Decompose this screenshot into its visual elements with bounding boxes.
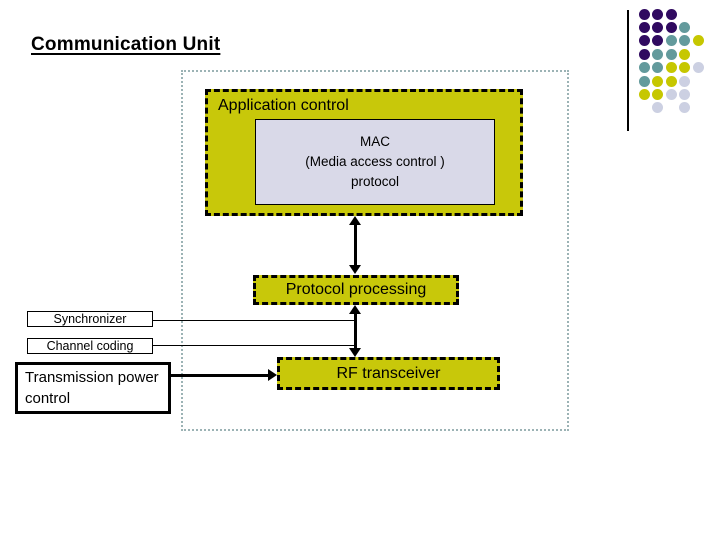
decorative-dot <box>639 48 650 60</box>
decorative-dot <box>652 75 664 87</box>
mac-line-3: protocol <box>350 174 400 189</box>
decorative-dot <box>652 35 664 47</box>
arrowhead-down-icon <box>349 265 361 274</box>
transmission-power-control-label: Transmission power control <box>25 369 159 407</box>
channel-coding-label: Channel coding <box>46 339 134 353</box>
mac-line-1: MAC <box>360 134 390 149</box>
page-title: Communication Unit <box>31 34 221 55</box>
synchronizer-label: Synchronizer <box>53 312 127 326</box>
decorative-dot <box>665 88 677 100</box>
decorative-dot <box>652 62 664 74</box>
decorative-dot <box>639 75 650 87</box>
decorative-dot <box>665 62 677 74</box>
decorative-dot <box>679 35 691 47</box>
decorative-dot <box>665 48 677 60</box>
arrow-shaft <box>171 373 270 377</box>
channel-coding-box: Channel coding <box>27 338 153 354</box>
decorative-dot <box>639 8 650 20</box>
decorative-dot <box>665 8 677 20</box>
decorative-dot <box>652 8 664 20</box>
decorative-vertical-line <box>627 10 629 131</box>
application-control-label: Application control <box>218 97 349 114</box>
arrowhead-right-icon <box>268 369 277 381</box>
decorative-dot <box>692 62 704 74</box>
decorative-dot <box>679 48 691 60</box>
arrow-protocol-rf <box>349 305 361 357</box>
transmission-power-control-box: Transmission power control <box>15 362 171 414</box>
arrow-shaft <box>353 223 357 267</box>
decorative-dot <box>652 21 664 33</box>
synchronizer-connector-line <box>153 320 355 321</box>
arrow-tpc-rf <box>171 369 277 381</box>
arrow-shaft <box>353 312 357 350</box>
decorative-dot <box>639 35 650 47</box>
rf-transceiver-label: RF transceiver <box>336 364 441 382</box>
decorative-dot <box>679 75 691 87</box>
decorative-dot <box>665 35 677 47</box>
arrowhead-up-icon <box>349 305 361 314</box>
channel-coding-connector-line <box>153 345 355 346</box>
decorative-dot <box>652 48 664 60</box>
decorative-dot <box>679 62 691 74</box>
arrow-application-protocol <box>349 216 361 274</box>
rf-transceiver-box: RF transceiver <box>277 357 500 390</box>
decorative-dot <box>679 88 691 100</box>
application-control-box: Application control MAC (Media access co… <box>205 89 523 216</box>
decorative-dot <box>652 102 664 114</box>
protocol-processing-box: Protocol processing <box>253 275 459 305</box>
decorative-dot <box>639 88 650 100</box>
protocol-processing-label: Protocol processing <box>285 281 427 298</box>
synchronizer-box: Synchronizer <box>27 311 153 327</box>
decorative-dot <box>679 102 691 114</box>
mac-protocol-box: MAC (Media access control ) protocol <box>255 119 495 205</box>
decorative-dot <box>665 21 677 33</box>
arrowhead-up-icon <box>349 216 361 225</box>
decorative-dot <box>652 88 664 100</box>
decorative-dot <box>665 75 677 87</box>
communication-unit-frame <box>181 70 569 431</box>
mac-line-2: (Media access control ) <box>305 154 445 169</box>
decorative-dot <box>639 21 650 33</box>
arrowhead-down-icon <box>349 348 361 357</box>
decorative-dot <box>639 62 650 74</box>
decorative-dot <box>692 35 704 47</box>
decorative-dot <box>679 21 691 33</box>
